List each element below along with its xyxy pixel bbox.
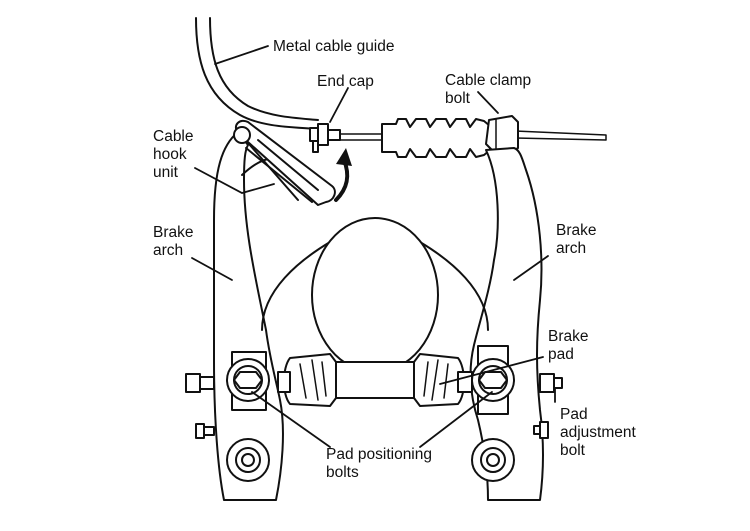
left-brake-pad xyxy=(277,353,337,407)
left-pivot-bolt xyxy=(226,438,270,482)
right-pivot-bolt xyxy=(471,438,515,482)
label-brake-arch-left: Brake arch xyxy=(153,224,194,259)
label-end-cap: End cap xyxy=(317,73,374,90)
left-side-bolts xyxy=(185,373,215,439)
left-pad-positioning-bolt xyxy=(226,351,270,411)
tire-bridge xyxy=(261,217,489,399)
label-cable-clamp-bolt: Cable clamp bolt xyxy=(445,72,532,107)
right-pad-positioning-bolt xyxy=(471,345,515,415)
label-brake-arch-right: Brake arch xyxy=(556,222,597,257)
metal-cable-guide xyxy=(195,17,319,130)
rubber-boot xyxy=(381,118,491,158)
leader-lines xyxy=(191,45,556,448)
cable-hook-unit xyxy=(233,119,336,206)
label-pad-adjustment-bolt: Pad adjustment bolt xyxy=(560,406,636,459)
end-cap xyxy=(309,123,341,153)
right-brake-pad xyxy=(413,353,473,407)
right-side-bolts xyxy=(533,373,563,439)
label-pad-positioning-bolts: Pad positioning bolts xyxy=(326,446,432,481)
cable-clamp-bolt xyxy=(485,115,519,153)
label-brake-pad: Brake pad xyxy=(548,328,589,363)
label-metal-cable-guide: Metal cable guide xyxy=(273,38,395,55)
curved-arrow xyxy=(334,148,352,202)
label-cable-hook-unit: Cable hook unit xyxy=(153,128,194,181)
